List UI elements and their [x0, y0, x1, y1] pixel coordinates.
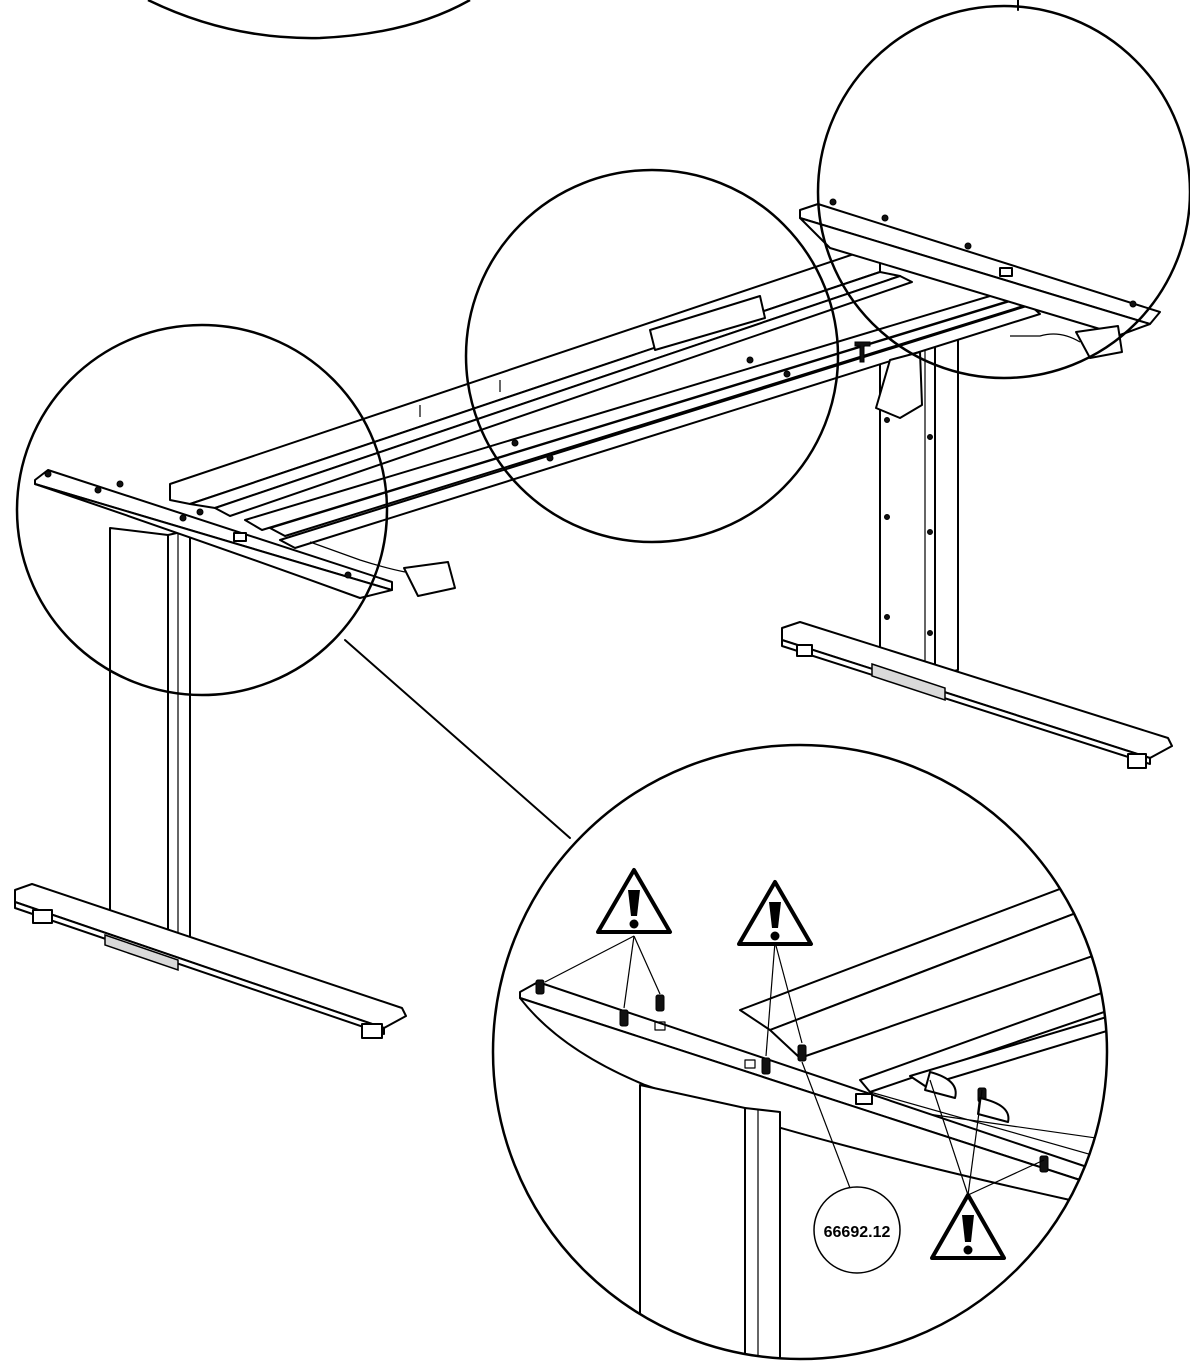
- part-number-callout: [813, 1186, 901, 1274]
- part-number-label: 66692.12: [824, 1224, 891, 1241]
- left-top-bracket: [34, 469, 456, 599]
- detail-circle-top-left-partial: [147, 0, 471, 40]
- right-top-bracket: [799, 198, 1161, 359]
- warning-triangle-icon: [737, 880, 813, 946]
- warning-triangle-icon: [596, 868, 672, 934]
- warning-arrows: [544, 935, 1045, 1196]
- right-leg: [879, 337, 959, 677]
- left-leg: [109, 527, 191, 945]
- left-foot: [14, 883, 407, 1039]
- zoom-leader-line: [344, 639, 571, 839]
- detail-circle-right: [816, 4, 1190, 380]
- motor-housing: [875, 351, 923, 419]
- detail-circle-center: [464, 168, 840, 544]
- detail-circle-left: [15, 323, 389, 697]
- frame-crossbars: [169, 251, 1041, 549]
- zoom-detail-content: [519, 869, 1107, 1359]
- right-foot: [781, 621, 1173, 769]
- warning-triangle-icon: [930, 1193, 1006, 1260]
- detail-circle-zoom: [491, 743, 1109, 1361]
